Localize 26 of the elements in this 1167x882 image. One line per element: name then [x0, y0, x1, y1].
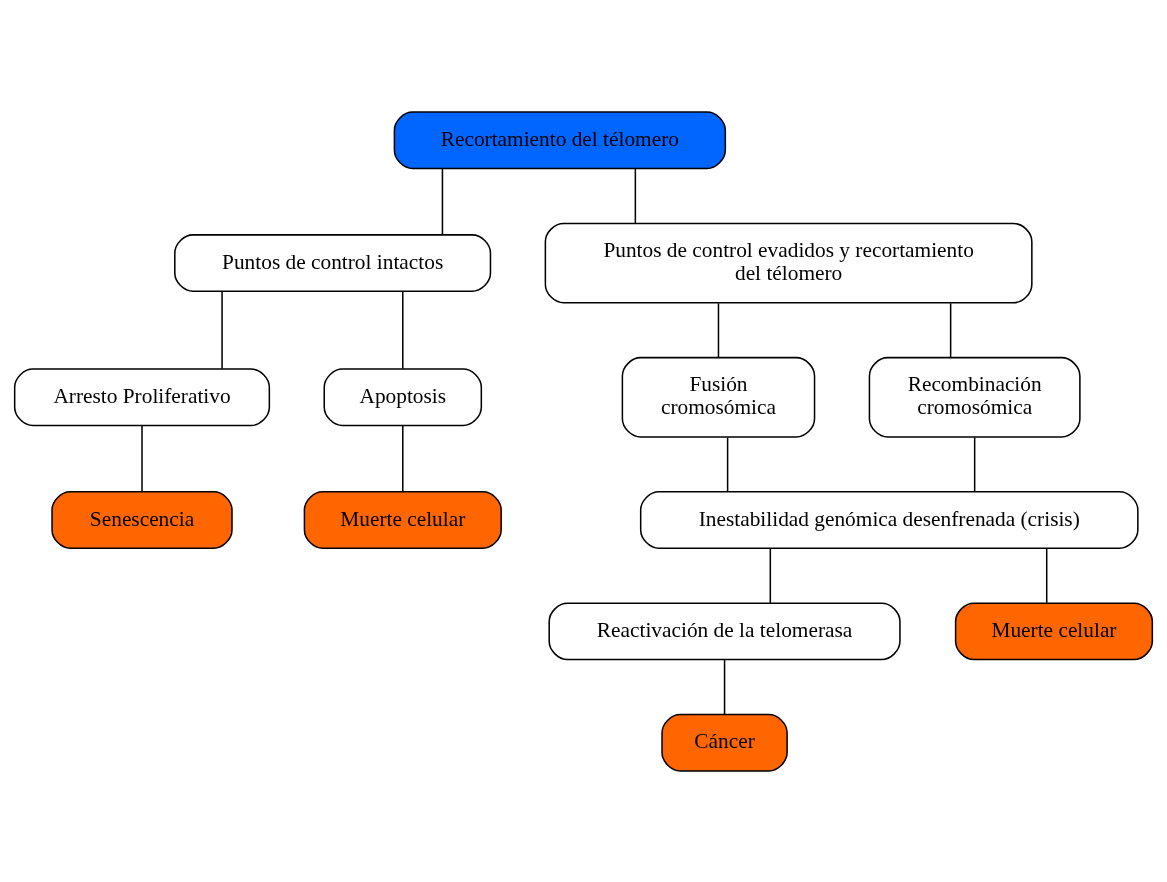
node-box: Puntos de control evadidos y recortamiento del télomero [544, 222, 1033, 303]
connector [141, 424, 143, 492]
connector [949, 302, 952, 358]
node-box: Recortamiento del télomero [393, 110, 727, 169]
node-box: Fusión cromosómica [621, 356, 816, 438]
connector [441, 167, 444, 236]
connector [717, 302, 720, 358]
connector [769, 547, 772, 604]
node-box: Apoptosis [323, 367, 483, 426]
connector [1045, 547, 1048, 604]
node-box: Muerte celular [303, 490, 502, 549]
node-box: Senescencia [51, 490, 233, 549]
node-box: Cáncer [661, 713, 788, 772]
connector [402, 424, 404, 492]
node-box: Arresto Proliferativo [13, 367, 271, 426]
node-box: Muerte celular [954, 601, 1154, 660]
connector [973, 436, 976, 493]
connector [634, 167, 637, 224]
node-box: Puntos de control intactos [174, 233, 492, 292]
node-box: Recombinación cromosómica [868, 356, 1081, 438]
node-box: Inestabilidad genómica desenfrenada (crisis) [639, 490, 1139, 549]
connector [221, 290, 223, 370]
node-box: Reactivación de la telomerasa [548, 601, 901, 660]
connector [402, 290, 404, 370]
connector [726, 436, 729, 493]
connector [723, 658, 726, 715]
